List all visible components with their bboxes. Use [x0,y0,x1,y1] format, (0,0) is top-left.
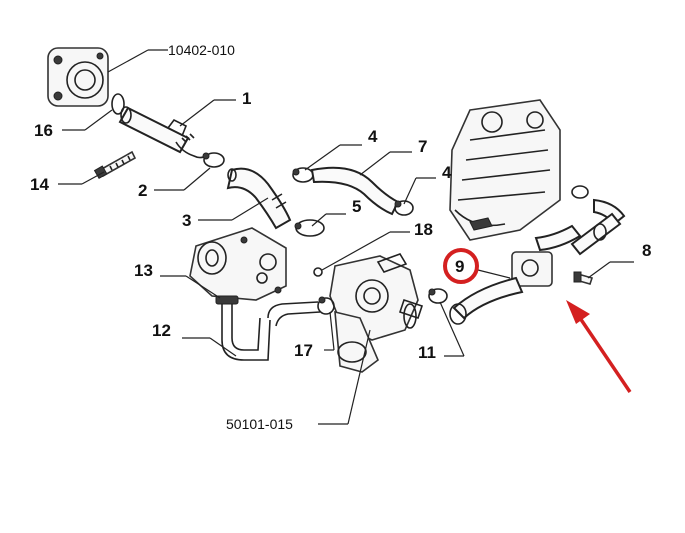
bolt-14 [93,150,137,180]
callout-7: 7 [418,137,427,156]
clamp-upper-right [571,185,589,199]
part-number-10402-010: 10402-010 [168,42,235,58]
clamp-17 [317,296,335,315]
callout-14: 14 [30,175,49,194]
callout-5: 5 [352,197,361,216]
o-ring-16 [111,93,125,115]
part-number-50101-015: 50101-015 [226,416,293,432]
clamp-11 [428,288,448,304]
highlight-arrow [566,300,632,393]
callout-2: 2 [138,181,147,200]
callout-16: 16 [34,121,53,140]
callout-8: 8 [642,241,651,260]
thermostat-housing [329,253,424,373]
callout-4-upper: 4 [368,127,378,146]
callout-3: 3 [182,211,191,230]
leader-lines [58,49,634,425]
clamp-4-upper [292,167,314,183]
pipe-12 [215,295,321,361]
water-pump-assembly [47,47,109,107]
clamp-5 [294,219,325,237]
pipe-1 [118,106,209,159]
egr-cooler [449,99,561,241]
callout-12: 12 [152,321,171,340]
highlight-circle [443,248,479,284]
clamp-near-1 [202,152,225,168]
callout-13: 13 [134,261,153,280]
bolt-8 [573,271,594,285]
clamp-4-lower [394,200,414,216]
seal-18 [313,267,323,277]
coolant-pipe-9 [449,198,626,325]
callout-4-lower: 4 [442,163,452,182]
callout-18: 18 [414,220,433,239]
callout-11: 11 [418,343,436,362]
callout-9: 9 [455,257,464,276]
callout-1: 1 [242,89,251,108]
callout-17: 17 [294,341,313,360]
outlet-housing [189,227,287,301]
hose-3 [226,167,292,230]
